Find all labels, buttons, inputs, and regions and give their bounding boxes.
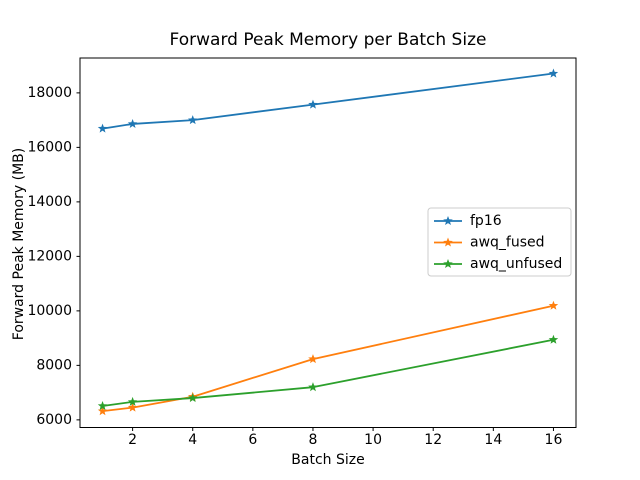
- y-tick-label: 12000: [27, 248, 72, 264]
- series-marker-awq_unfused: [187, 393, 198, 403]
- x-tick-label: 6: [248, 432, 257, 448]
- y-tick-label: 14000: [27, 194, 72, 210]
- series-marker-fp16: [97, 123, 108, 133]
- legend-label-awq_fused: awq_fused: [470, 235, 545, 251]
- series-marker-awq_fused: [308, 354, 318, 364]
- y-axis-label: Forward Peak Memory (MB): [11, 147, 27, 341]
- x-tick-label: 10: [364, 432, 382, 448]
- series-marker-awq_fused: [127, 402, 138, 412]
- series-marker-fp16: [308, 99, 318, 109]
- x-tick-label: 14: [484, 432, 502, 448]
- y-tick-label: 6000: [36, 412, 72, 428]
- legend-box: [427, 207, 572, 277]
- series-marker-awq_unfused: [127, 396, 138, 406]
- y-tick-label: 16000: [27, 139, 72, 155]
- series-marker-awq_fused: [548, 300, 559, 310]
- series-marker-awq_unfused: [97, 400, 108, 411]
- legend-marker-awq_fused: [443, 237, 453, 247]
- legend-marker-fp16: [443, 216, 453, 226]
- chart-title: Forward Peak Memory per Batch Size: [169, 30, 487, 50]
- legend-marker-awq_unfused: [443, 259, 453, 269]
- x-axis-label: Batch Size: [291, 452, 365, 468]
- x-tick-label: 4: [188, 432, 197, 448]
- series-marker-awq_unfused: [308, 382, 318, 392]
- x-tick-label: 8: [309, 432, 318, 448]
- x-tick-label: 2: [128, 432, 137, 448]
- series-marker-awq_fused: [97, 406, 108, 416]
- series-marker-fp16: [548, 68, 559, 78]
- y-tick-label: 18000: [27, 85, 72, 101]
- legend-label-fp16: fp16: [470, 213, 502, 229]
- x-tick-label: 12: [424, 432, 442, 448]
- y-tick-label: 10000: [27, 303, 72, 319]
- x-tick-label: 16: [545, 432, 563, 448]
- series-marker-fp16: [187, 115, 198, 125]
- series-marker-awq_unfused: [548, 334, 559, 344]
- legend-label-awq_unfused: awq_unfused: [470, 256, 562, 272]
- series-marker-fp16: [127, 118, 138, 128]
- y-tick-label: 8000: [36, 357, 72, 373]
